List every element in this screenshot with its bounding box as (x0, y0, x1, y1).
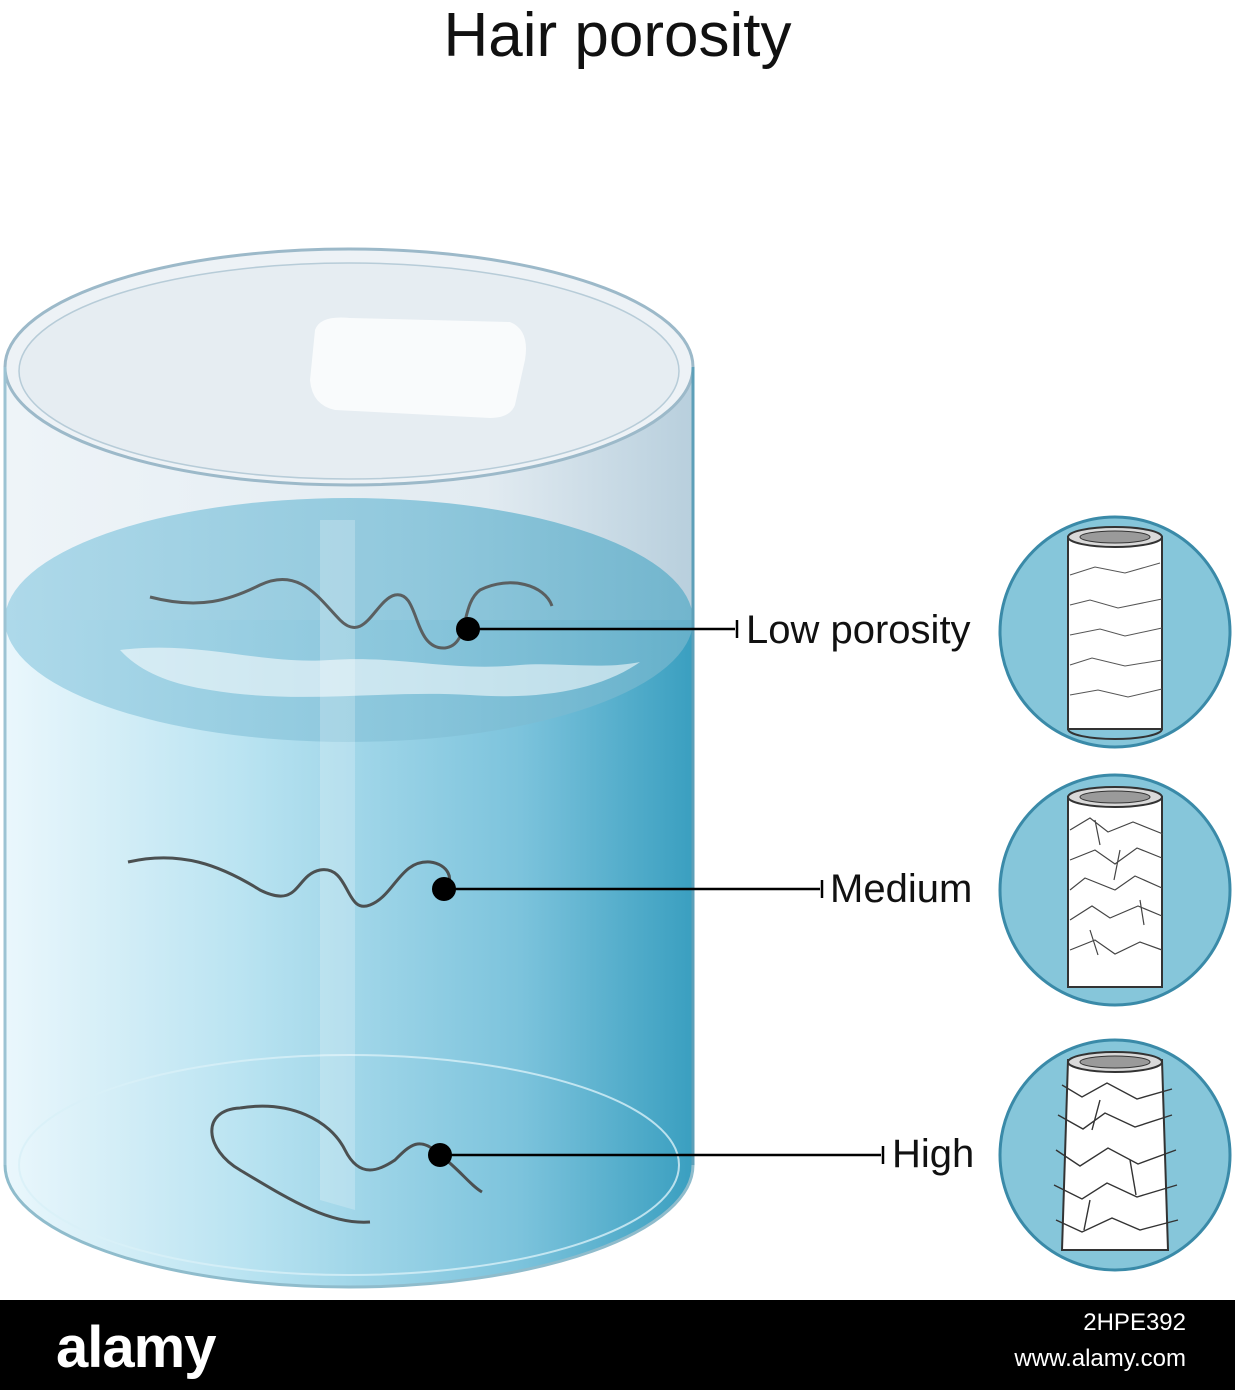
label-low-porosity: Low porosity (746, 608, 971, 652)
glass-reflection (320, 520, 355, 1210)
label-high-porosity: High (892, 1132, 975, 1176)
foam-streak (120, 647, 640, 697)
label-medium-porosity: Medium (830, 867, 973, 911)
rim-highlight (310, 317, 526, 418)
hair-medium-porosity (127, 856, 451, 908)
leader-low (456, 617, 739, 641)
hair-high-porosity (210, 1104, 483, 1224)
diagram-canvas (3, 247, 1232, 1289)
glass-bottom (18, 1054, 680, 1276)
footer-site-url: www.alamy.com (1014, 1345, 1186, 1372)
footer-image-id: 2HPE392 (1083, 1309, 1186, 1336)
leader-medium (432, 877, 824, 901)
watermark-footer: alamy 2HPE392 www.alamy.com (0, 1300, 1235, 1390)
footer-brand-logo: alamy (56, 1315, 216, 1380)
diagram-title: Hair porosity (443, 1, 792, 70)
glass-base-edge (3, 1164, 695, 1289)
glass-beaker (3, 247, 695, 1289)
high-porosity-cuticle-illustration (998, 1038, 1232, 1272)
leader-high (428, 1143, 885, 1167)
medium-porosity-cuticle-illustration (998, 773, 1232, 1007)
water-body (5, 620, 693, 1287)
hair-low-porosity (149, 577, 554, 650)
low-porosity-cuticle-illustration (998, 515, 1232, 749)
